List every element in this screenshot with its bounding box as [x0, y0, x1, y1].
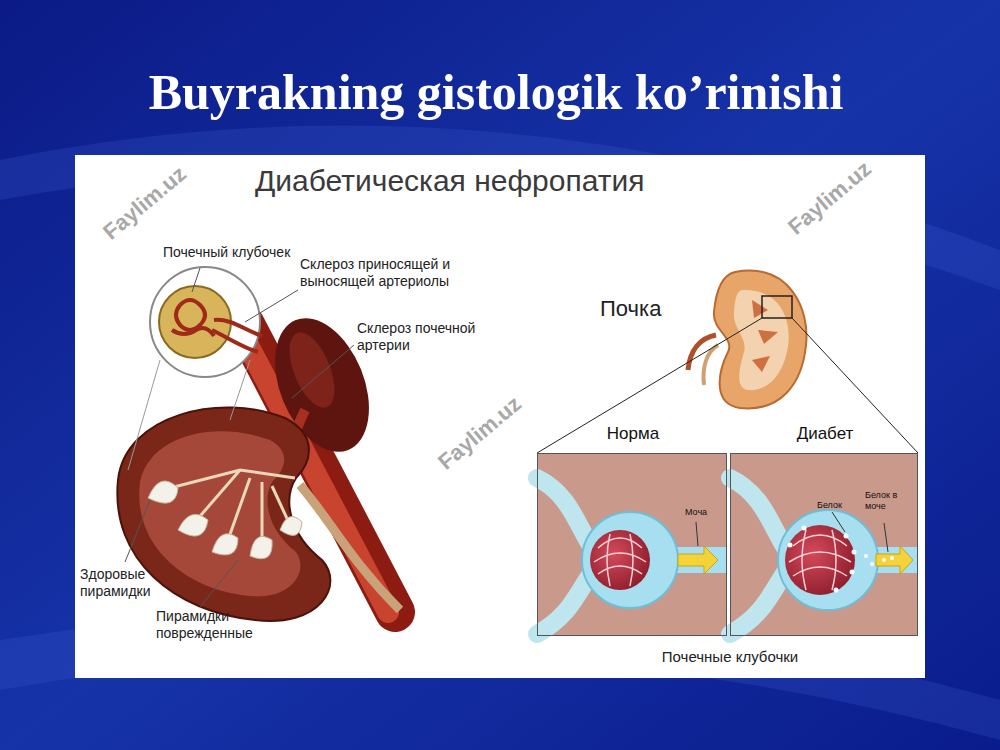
- part-label: Моча: [685, 507, 707, 518]
- slide-title: Buyrakning gistologik ko’rinishi: [0, 62, 996, 122]
- part-label: Белок: [817, 500, 842, 511]
- watermark: Faylim.uz: [776, 150, 885, 247]
- figure-heading: Диабетическая нефропатия: [255, 163, 735, 199]
- panel-heading: Норма: [538, 424, 728, 444]
- tissue-panel: НормаМоча: [537, 453, 727, 636]
- watermark: Faylim.uz: [91, 155, 200, 252]
- figure-caption: Почечные клубочки: [580, 648, 880, 666]
- part-label: Склероз почечной артерии: [357, 320, 497, 354]
- tissue-panel: ДиабетБелокБелок в моче: [730, 453, 918, 636]
- part-label: Склероз приносящей и выносящей артериолы: [300, 256, 475, 290]
- part-label: Почка: [600, 296, 690, 322]
- part-label: Белок в моче: [865, 490, 913, 512]
- part-label: Почечный клубочек: [163, 244, 323, 261]
- part-label: Пирамидки поврежденные: [156, 608, 280, 642]
- part-label: Здоровые пирамидки: [80, 566, 172, 600]
- panel-heading: Диабет: [731, 424, 919, 444]
- watermark: Faylim.uz: [426, 385, 535, 482]
